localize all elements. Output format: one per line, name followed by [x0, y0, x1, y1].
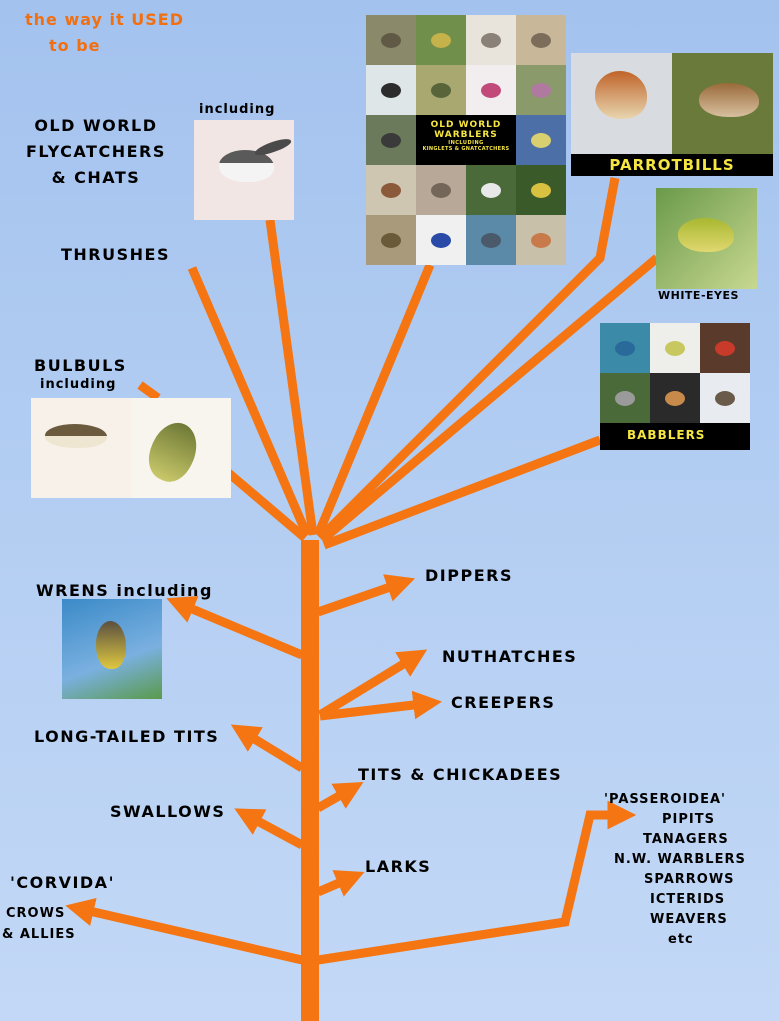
branch-swallows [234, 808, 305, 849]
label-corvida: 'CORVIDA' [10, 873, 115, 892]
bulbul-photo [31, 398, 231, 498]
bird-icon [678, 218, 734, 252]
warblers-sub-1: INCLUDING [448, 140, 484, 146]
branch-corvida [65, 897, 304, 965]
label-bulbuls: BULBULS [34, 356, 127, 375]
branch-bulbuls-upper [137, 381, 161, 402]
bird-icon [699, 83, 759, 117]
label-old-world-flycatchers: OLD WORLD FLYCATCHERS & CHATS [26, 113, 166, 191]
branch-passeroidea [317, 800, 637, 965]
label-long-tailed-tits: LONG-TAILED TITS [34, 727, 220, 746]
parrotbills-photo [571, 53, 773, 154]
bulbuls-including: including [40, 377, 117, 392]
branch-white-eyes [319, 254, 660, 544]
label-dippers: DIPPERS [425, 566, 513, 585]
bird-icon [45, 424, 107, 448]
babblers-badge: BABBLERS [600, 423, 750, 450]
branch-tits [315, 781, 364, 812]
warblers-sub-2: KINGLETS & GNATCATCHERS [422, 146, 510, 152]
old-world-warblers-mosaic [366, 15, 566, 265]
flycatchers-line-2: FLYCATCHERS [26, 142, 166, 161]
label-wrens: WRENS including [36, 581, 213, 600]
old-world-warblers-badge: OLD WORLD WARBLERS INCLUDING KINGLETS & … [418, 118, 514, 160]
label-passeroidea: 'PASSEROIDEA' [604, 792, 727, 807]
passeroidea-member-5: WEAVERS [650, 912, 728, 927]
corvida-line-1: CROWS [6, 906, 66, 921]
branch-long-tailed-tits [230, 724, 305, 772]
branch-creepers [319, 690, 443, 721]
branch-dippers [316, 574, 416, 617]
passeroidea-member-4: ICTERIDS [650, 892, 726, 907]
warblers-line-2: WARBLERS [434, 130, 498, 140]
passeroidea-member-2: N.W. WARBLERS [614, 852, 746, 867]
label-thrushes: THRUSHES [61, 245, 170, 264]
wren-photo [62, 599, 162, 699]
flycatchers-line-1: OLD WORLD [34, 116, 158, 135]
bird-icon [140, 415, 206, 489]
branch-nuthatches [317, 649, 428, 719]
warblers-line-1: OLD WORLD [430, 120, 502, 130]
page-title: the way it USED to be [25, 7, 184, 58]
babblers-mosaic [600, 323, 750, 423]
branch-wrens [166, 596, 304, 660]
title-line-2: to be [49, 35, 101, 55]
passeroidea-member-3: SPARROWS [644, 872, 735, 887]
branch-thrushes [187, 266, 312, 537]
flycatchers-line-3: & CHATS [51, 168, 141, 187]
title-line-1: the way it USED [25, 10, 184, 29]
white-eyes-photo [656, 188, 757, 289]
label-larks: LARKS [365, 857, 432, 876]
label-swallows: SWALLOWS [110, 802, 226, 821]
branch-babblers [322, 435, 602, 550]
passeroidea-member-6: etc [668, 932, 694, 947]
branch-parrotbills [316, 177, 620, 542]
branch-bulbuls [222, 466, 308, 542]
bird-icon [219, 150, 274, 182]
parrotbills-badge: PARROTBILLS [571, 154, 773, 176]
label-white-eyes: WHITE-EYES [658, 289, 739, 302]
bird-icon [595, 71, 647, 119]
flycatchers-including: including [199, 102, 276, 117]
label-nuthatches: NUTHATCHES [442, 647, 578, 666]
bird-icon [96, 621, 126, 669]
passeroidea-member-0: PIPITS [662, 812, 715, 827]
branch-larks [316, 870, 365, 897]
label-creepers: CREEPERS [451, 693, 556, 712]
passeroidea-member-1: TANAGERS [643, 832, 729, 847]
branch-flycatchers [265, 219, 318, 536]
bird-tail-icon [253, 135, 293, 159]
flycatcher-photo [194, 120, 294, 220]
branch-warblers [313, 263, 435, 537]
corvida-line-2: & ALLIES [2, 927, 76, 942]
label-tits-chickadees: TITS & CHICKADEES [358, 765, 563, 784]
